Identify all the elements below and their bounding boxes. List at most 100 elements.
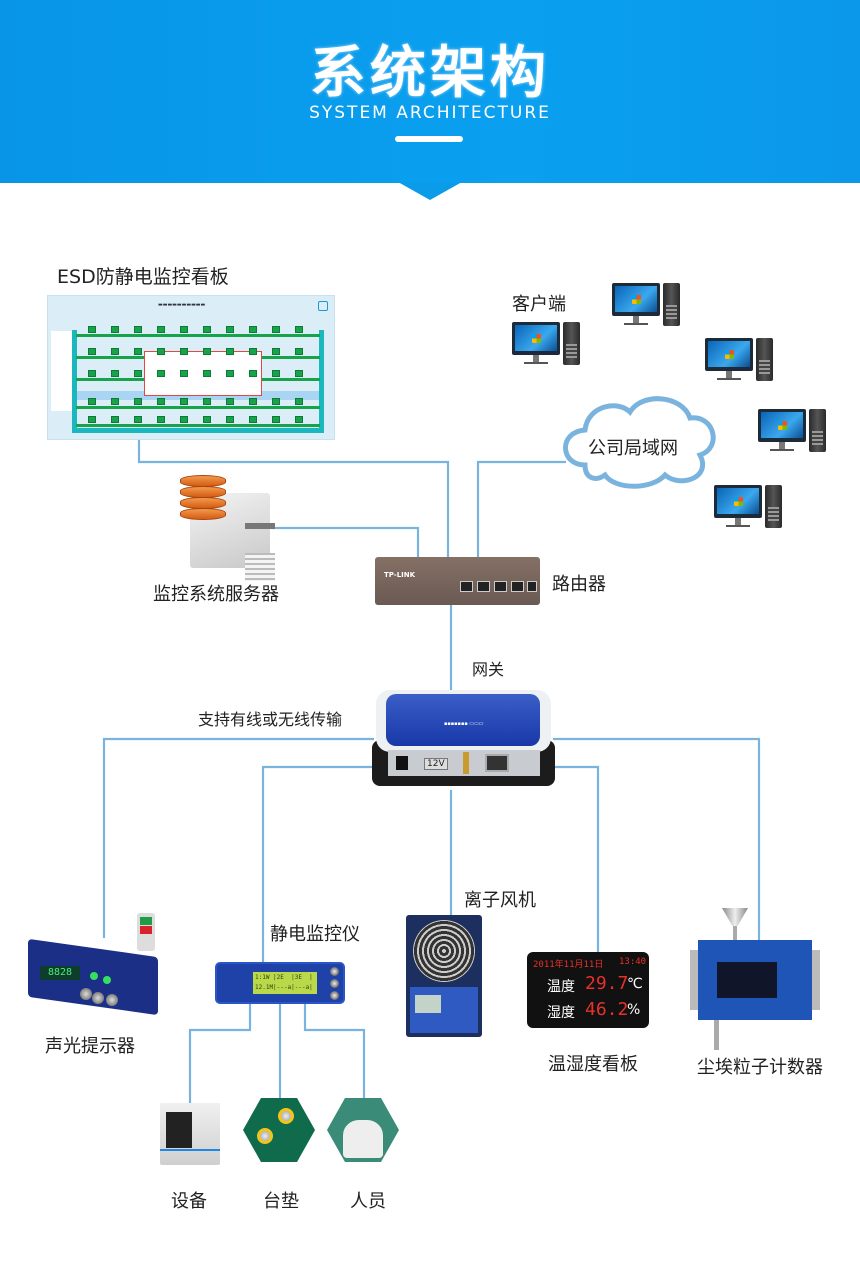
workstation-cell	[180, 326, 188, 333]
line-gateway-alarm	[102, 737, 374, 938]
workstation-cell	[226, 348, 234, 355]
workstation-cell	[88, 370, 96, 377]
gateway-icon: ▪▪▪▪▪▪▪ ▭▭▭ 12V	[372, 690, 555, 790]
workstation-cell	[88, 416, 96, 423]
esd-row	[76, 406, 320, 409]
workstation-cell	[203, 416, 211, 423]
alarm-display: 8828	[40, 966, 80, 980]
workstation-cell	[272, 416, 280, 423]
tower-light-icon	[137, 913, 155, 951]
workstation-cell	[88, 348, 96, 355]
line-esdmon-person	[303, 1004, 366, 1100]
temp-humidity-board-icon: 2011年11月11日 13:40 温度 29.7 ℃ 湿度 46.2 %	[527, 952, 649, 1028]
workstation-cell	[295, 326, 303, 333]
workstation-cell	[295, 416, 303, 423]
clients-label: 客户端	[512, 294, 566, 315]
workstation-cell	[157, 398, 165, 405]
dust-counter-label: 尘埃粒子计数器	[697, 1057, 823, 1078]
workstation-cell	[272, 398, 280, 405]
server-icon	[180, 475, 275, 581]
client-computer-icon	[705, 338, 775, 384]
esd-monitor-label: 静电监控仪	[270, 924, 360, 945]
workstation-cell	[249, 416, 257, 423]
th-temp-label: 温度	[547, 979, 575, 995]
workstation-cell	[295, 348, 303, 355]
ion-fan-icon	[406, 915, 482, 1037]
workstation-cell	[157, 370, 165, 377]
workstation-cell	[249, 348, 257, 355]
workstation-cell	[111, 348, 119, 355]
workstation-cell	[295, 398, 303, 405]
workstation-cell	[134, 416, 142, 423]
workstation-cell	[180, 370, 188, 377]
lan-cloud	[563, 396, 716, 489]
page-subtitle: SYSTEM ARCHITECTURE	[309, 103, 551, 123]
client-computer-icon	[714, 485, 784, 531]
gateway-label: 网关	[472, 660, 505, 679]
ion-fan-label: 离子风机	[464, 890, 536, 911]
line-gateway-thboard	[553, 765, 600, 952]
lan-label: 公司局域网	[588, 438, 678, 459]
mat-label: 台垫	[263, 1191, 299, 1212]
power-tag: 12V	[424, 758, 448, 770]
title-underline	[395, 136, 463, 142]
workstation-cell	[180, 416, 188, 423]
workstation-cell	[111, 416, 119, 423]
line-esdmon-equipment	[188, 1004, 252, 1108]
th-date: 2011年11月11日	[533, 960, 604, 970]
esd-board-label: ESD防静电监控看板	[57, 266, 229, 288]
workstation-cell	[226, 398, 234, 405]
workstation-cell	[88, 398, 96, 405]
client-computer-icon	[612, 283, 682, 329]
workstation-cell	[249, 370, 257, 377]
workstation-cell	[203, 398, 211, 405]
workstation-cell	[111, 326, 119, 333]
workstation-cell	[134, 326, 142, 333]
router-icon: TP-LINK	[375, 557, 540, 605]
equipment-icon	[160, 1103, 220, 1165]
alarm-label: 声光提示器	[45, 1036, 135, 1057]
line-gateway-dust	[553, 737, 761, 940]
banner-notch	[398, 182, 462, 200]
workstation-cell	[203, 326, 211, 333]
line-gateway-esdmon	[261, 765, 376, 962]
workstation-cell	[272, 326, 280, 333]
th-temp-unit: ℃	[627, 976, 643, 992]
page-title: 系统架构	[310, 41, 550, 106]
esd-dashboard-sidebar	[51, 331, 73, 411]
router-label: 路由器	[552, 574, 606, 595]
esd-row	[76, 424, 320, 427]
workstation-cell	[272, 370, 280, 377]
workstation-cell	[180, 398, 188, 405]
workstation-cell	[272, 348, 280, 355]
workstation-cell	[226, 370, 234, 377]
th-time: 13:40	[619, 957, 647, 967]
workstation-cell	[203, 348, 211, 355]
client-computer-icon	[512, 322, 582, 368]
line-lan-router	[476, 460, 566, 557]
workstation-cell	[134, 370, 142, 377]
equipment-label: 设备	[171, 1191, 207, 1212]
workstation-cell	[226, 326, 234, 333]
workstation-cell	[295, 370, 303, 377]
workstation-cell	[157, 348, 165, 355]
esd-dashboard-screenshot[interactable]: ▬▬▬▬▬▬▬▬▬▬	[47, 295, 335, 440]
th-board-label: 温湿度看板	[548, 1054, 638, 1075]
th-temp-value: 29.7	[585, 973, 629, 994]
workstation-cell	[157, 416, 165, 423]
th-humid-value: 46.2	[585, 999, 629, 1020]
person-label: 人员	[350, 1191, 386, 1212]
lcd-line-2: 12.1M|---a|---a|	[255, 984, 313, 991]
router-brand: TP-LINK	[384, 571, 416, 579]
esd-rail-left	[72, 330, 77, 430]
line-server-router	[272, 526, 420, 557]
workstation-cell	[111, 398, 119, 405]
esd-rail-bottom	[72, 428, 324, 433]
header-banner	[0, 0, 860, 183]
transmission-note: 支持有线或无线传输	[198, 710, 343, 729]
workstation-cell	[180, 348, 188, 355]
sound-light-alarm-icon: 8828	[28, 938, 163, 1016]
th-humid-unit: %	[627, 1002, 641, 1018]
server-label: 监控系统服务器	[153, 584, 279, 605]
workstation-cell	[134, 398, 142, 405]
